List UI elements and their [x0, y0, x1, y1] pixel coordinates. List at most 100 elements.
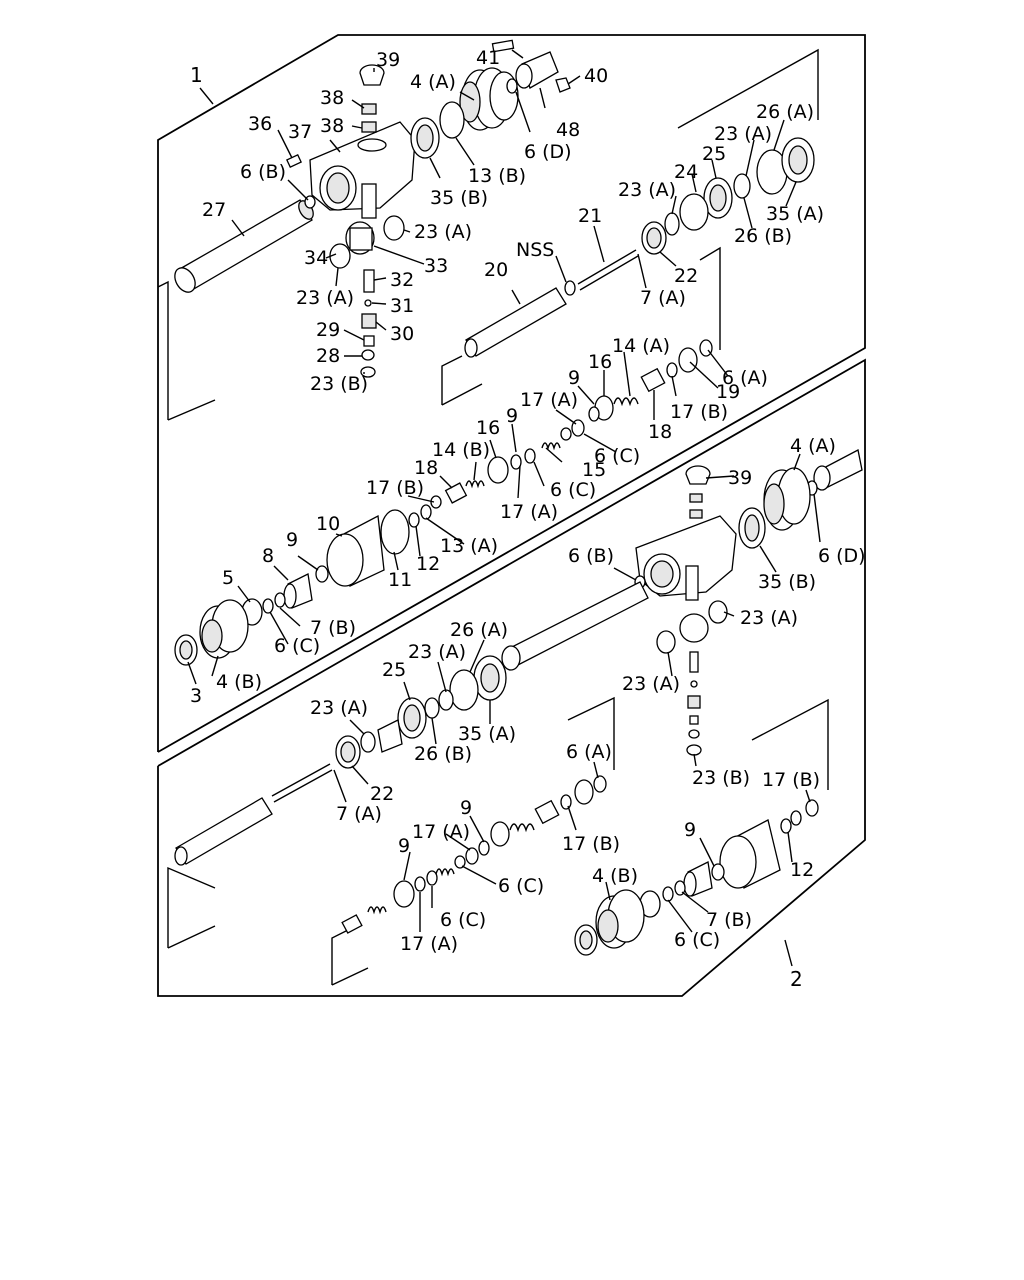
lower-assembly-parts: [174, 449, 863, 956]
part-label: 23 (A): [622, 673, 680, 695]
part-label: 25: [702, 143, 726, 165]
part-label: 4 (B): [592, 865, 638, 887]
part-label: 35 (B): [758, 571, 816, 593]
part-label: 4 (A): [410, 71, 456, 93]
part-label: 17 (A): [400, 933, 458, 955]
part-label: 7 (A): [640, 287, 686, 309]
part-label: 9: [506, 405, 518, 427]
part-label: 39: [376, 49, 400, 71]
part-label: 22: [370, 783, 394, 805]
part-label: 23 (A): [714, 123, 772, 145]
part-label: 17 (B): [762, 769, 820, 791]
part-label: 7 (B): [706, 909, 752, 931]
part-label: 6 (C): [594, 445, 640, 467]
panel-frames: [157, 34, 866, 997]
part-label: 22: [674, 265, 698, 287]
part-label: 11: [388, 569, 412, 591]
part-label: 23 (A): [740, 607, 798, 629]
part-label: 23 (A): [618, 179, 676, 201]
part-label: 9: [460, 797, 472, 819]
part-label: 48: [556, 119, 580, 141]
part-label: 36: [248, 113, 272, 135]
part-label: 17 (A): [520, 389, 578, 411]
part-label: 18: [648, 421, 672, 443]
part-label: 26 (B): [734, 225, 792, 247]
part-label: 5: [222, 567, 234, 589]
part-label: 38: [320, 87, 344, 109]
part-label: 23 (A): [296, 287, 354, 309]
upper-assembly-parts: [174, 39, 815, 666]
part-label: 16: [476, 417, 500, 439]
part-label: 23 (A): [310, 697, 368, 719]
part-label: 35 (A): [766, 203, 824, 225]
part-label: 9: [286, 529, 298, 551]
assembly-label: 2: [790, 967, 803, 991]
part-label: 12: [416, 553, 440, 575]
part-label: 19: [716, 381, 740, 403]
part-label: 6 (C): [674, 929, 720, 951]
part-label: 23 (B): [692, 767, 750, 789]
part-label: 4 (B): [216, 671, 262, 693]
part-label: 33: [424, 255, 448, 277]
part-label: 14 (A): [612, 335, 670, 357]
part-label: 34: [304, 247, 328, 269]
part-label: 17 (A): [500, 501, 558, 523]
part-label: 23 (B): [310, 373, 368, 395]
part-label: 17 (B): [366, 477, 424, 499]
part-label: 6 (C): [274, 635, 320, 657]
part-label: 21: [578, 205, 602, 227]
part-label: 6 (D): [524, 141, 572, 163]
part-label: 26 (A): [450, 619, 508, 641]
part-label: 28: [316, 345, 340, 367]
part-label: 13 (B): [468, 165, 526, 187]
part-label: 40: [584, 65, 608, 87]
part-label: 27: [202, 199, 226, 221]
part-label: 9: [398, 835, 410, 857]
part-label: 38: [320, 115, 344, 137]
part-label: 4 (A): [790, 435, 836, 457]
part-label: 23 (A): [414, 221, 472, 243]
callout-labels: 1 2 39 41 4 (A) 40 38 38 36 37 48 6 (D) …: [190, 47, 866, 991]
part-label: 6 (D): [818, 545, 866, 567]
part-label: 26 (A): [756, 101, 814, 123]
part-label: 13 (A): [440, 535, 498, 557]
leader-lines: [187, 49, 821, 933]
part-label: 3: [190, 685, 202, 707]
part-label: 35 (B): [430, 187, 488, 209]
part-label: 17 (B): [562, 833, 620, 855]
part-label: 41: [476, 47, 500, 69]
part-label: 17 (A): [412, 821, 470, 843]
guide-lines: [157, 48, 829, 986]
part-label: 17 (B): [670, 401, 728, 423]
part-label: 6 (B): [568, 545, 614, 567]
part-label: 39: [728, 467, 752, 489]
part-label: 9: [568, 367, 580, 389]
part-label: 18: [414, 457, 438, 479]
part-label: 8: [262, 545, 274, 567]
part-label: NSS: [516, 239, 554, 261]
part-label: 14 (B): [432, 439, 490, 461]
part-label: 7 (A): [336, 803, 382, 825]
part-label: 31: [390, 295, 414, 317]
part-label: 23 (A): [408, 641, 466, 663]
part-label: 16: [588, 351, 612, 373]
part-label: 6 (C): [440, 909, 486, 931]
part-label: 6 (B): [240, 161, 286, 183]
part-label: 6 (C): [498, 875, 544, 897]
part-label: 29: [316, 319, 340, 341]
part-label: 12: [790, 859, 814, 881]
part-label: 25: [382, 659, 406, 681]
part-label: 30: [390, 323, 414, 345]
part-label: 6 (A): [566, 741, 612, 763]
part-label: 26 (B): [414, 743, 472, 765]
part-label: 7 (B): [310, 617, 356, 639]
assembly-label: 1: [190, 63, 203, 87]
part-label: 15: [582, 459, 606, 481]
part-label: 9: [684, 819, 696, 841]
part-label: 10: [316, 513, 340, 535]
part-label: 6 (C): [550, 479, 596, 501]
part-label: 37: [288, 121, 312, 143]
part-label: 35 (A): [458, 723, 516, 745]
part-label: 20: [484, 259, 508, 281]
